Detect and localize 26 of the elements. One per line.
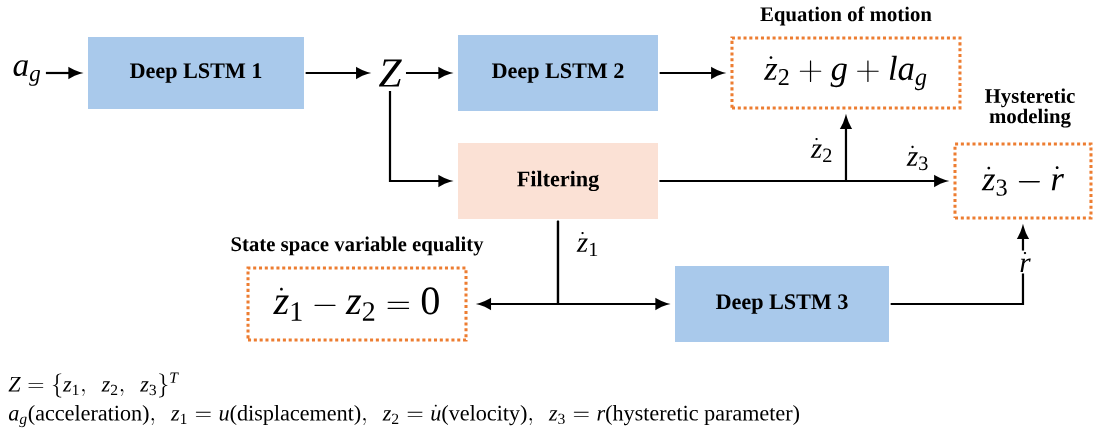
process-box: Deep LSTM 3 (675, 266, 889, 342)
formula-note: $a_g\text{(acceleration)},\ \ z_1=u\text{(displacement)},\ \ z_2=\dot{u}\text{(velocity)},\ \ z_3=r\text{(hysteretic parameter)}$ (8, 404, 799, 428)
variable-label: $a_g$ (13, 60, 41, 86)
arrow (305, 67, 369, 79)
formula-note: $Z=\{z_1,\ \ z_2,\ \ z_3\}^T$ (8, 372, 179, 398)
arrow (659, 175, 947, 187)
process-box: Deep LSTM 2 (458, 35, 658, 111)
arrow (406, 67, 451, 79)
equation-box: $\dot{z}_2+g+la_g$ (730, 36, 962, 110)
arrow (659, 67, 724, 79)
arrow (556, 220, 668, 310)
equation-box: $\dot{z}_1-z_2=0$ (246, 266, 468, 342)
box-heading: State space variable equality (231, 236, 484, 256)
edge-label: $\dot{z}_1$ (575, 230, 601, 258)
box-heading: Equation of motion (760, 6, 932, 26)
edge-label: $\dot{r}$ (1017, 250, 1033, 274)
equation-box: $\dot{z}_3-\dot{r}$ (953, 142, 1093, 220)
variable-label: $Z$ (378, 59, 402, 87)
arrow (890, 226, 1029, 306)
edge-label: $\dot{z}_2$ (809, 136, 835, 164)
process-box: Filtering (458, 143, 658, 219)
box-heading: Hysteretic modeling (985, 88, 1075, 128)
process-box: Deep LSTM 1 (88, 37, 304, 109)
arrow (45, 67, 81, 79)
edge-label: $\dot{z}_3$ (905, 144, 931, 172)
arrow (388, 91, 451, 187)
